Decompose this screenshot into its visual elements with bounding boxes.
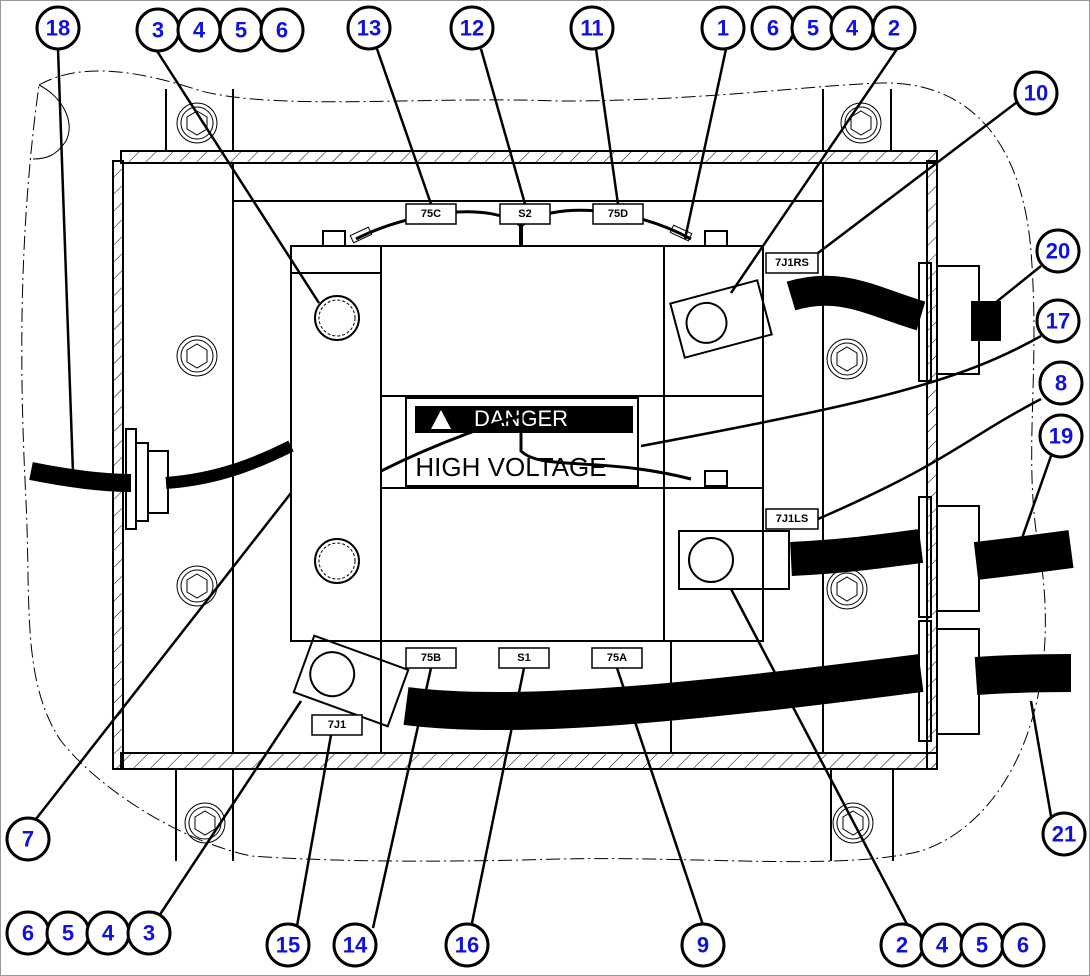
svg-text:18: 18 [46, 16, 70, 41]
callout-9: 9 [680, 922, 726, 968]
callouts: 18 3 4 5 6 13 12 11 1 6 5 4 2 10 20 17 8… [5, 5, 1087, 968]
callout-group-bottom-right: 2 4 5 6 [879, 922, 1046, 968]
callout-16: 16 [444, 922, 490, 968]
callout-8: 8 [1038, 360, 1084, 406]
svg-text:9: 9 [697, 933, 709, 958]
svg-text:7J1: 7J1 [328, 719, 346, 731]
svg-text:19: 19 [1049, 424, 1073, 449]
svg-text:10: 10 [1024, 81, 1048, 106]
tag-75d: 75D [592, 203, 644, 225]
svg-text:75A: 75A [607, 652, 627, 664]
svg-text:11: 11 [580, 16, 603, 41]
svg-text:5: 5 [976, 933, 988, 958]
callout-11: 11 [569, 5, 615, 51]
power-cables [29, 275, 1074, 731]
svg-text:4: 4 [936, 933, 949, 958]
svg-text:6: 6 [276, 18, 288, 43]
svg-text:8: 8 [1055, 371, 1067, 396]
svg-text:3: 3 [143, 921, 155, 946]
svg-text:75C: 75C [421, 208, 441, 220]
mounting-flanges [165, 89, 894, 861]
callout-13: 13 [346, 5, 392, 51]
cable-lugs [292, 279, 790, 728]
svg-text:S1: S1 [517, 652, 530, 664]
hex-bolts [176, 102, 882, 844]
svg-text:17: 17 [1046, 309, 1070, 334]
svg-text:3: 3 [152, 18, 164, 43]
callout-7: 7 [5, 816, 51, 862]
svg-text:2: 2 [888, 16, 900, 41]
bolt-icon [826, 338, 868, 380]
svg-text:S2: S2 [518, 208, 531, 220]
tag-75c: 75C [405, 203, 457, 225]
tag-7j1rs: 7J1RS [765, 252, 819, 274]
svg-text:20: 20 [1046, 239, 1070, 264]
callout-18: 18 [35, 5, 81, 51]
callout-group-top-right: 6 5 4 2 [750, 5, 917, 51]
bolt-icon [826, 568, 868, 610]
control-wires [349, 208, 693, 481]
wire-tags: 75C S2 75D 7J1RS 7J1LS 75B S1 75A 7J1 [311, 203, 819, 736]
svg-text:5: 5 [62, 921, 74, 946]
svg-text:4: 4 [193, 18, 206, 43]
leader-lines [35, 48, 1053, 929]
phantom-outline [21, 70, 1046, 863]
callout-group-bottom-left: 6 5 4 3 [5, 910, 172, 956]
svg-text:6: 6 [767, 16, 779, 41]
high-voltage-text: HIGH VOLTAGE [415, 452, 606, 482]
callout-15: 15 [265, 922, 311, 968]
svg-text:16: 16 [455, 933, 479, 958]
tag-s1: S1 [498, 647, 550, 669]
bolt-icon [176, 335, 218, 377]
svg-text:6: 6 [22, 921, 34, 946]
bolt-icon [832, 802, 874, 844]
callout-12: 12 [449, 5, 495, 51]
callout-14: 14 [332, 922, 378, 968]
svg-text:6: 6 [1017, 933, 1029, 958]
svg-text:7J1LS: 7J1LS [776, 513, 808, 525]
callout-21: 21 [1041, 811, 1087, 857]
bolt-icon [176, 102, 218, 144]
bolt-icon [176, 565, 218, 607]
warning-triangle-icon [431, 410, 451, 429]
svg-text:1: 1 [717, 16, 729, 41]
callout-10: 10 [1013, 70, 1059, 116]
callout-19: 19 [1038, 413, 1084, 459]
svg-text:7: 7 [22, 827, 34, 852]
svg-text:14: 14 [343, 933, 368, 958]
svg-text:21: 21 [1052, 822, 1076, 847]
svg-text:12: 12 [460, 16, 484, 41]
svg-text:7J1RS: 7J1RS [775, 257, 809, 269]
svg-text:5: 5 [807, 16, 819, 41]
tag-75b: 75B [405, 647, 457, 669]
callout-17: 17 [1035, 298, 1081, 344]
svg-text:4: 4 [102, 921, 115, 946]
svg-text:2: 2 [896, 933, 908, 958]
svg-text:75B: 75B [421, 652, 441, 664]
tag-7j1: 7J1 [311, 714, 363, 736]
callout-20: 20 [1035, 228, 1081, 274]
svg-text:75D: 75D [608, 208, 628, 220]
svg-text:13: 13 [357, 16, 381, 41]
svg-text:15: 15 [276, 933, 300, 958]
callout-group-top-left: 3 4 5 6 [135, 7, 305, 53]
tag-s2: S2 [499, 203, 551, 225]
tag-7j1ls: 7J1LS [765, 508, 819, 530]
tag-75a: 75A [591, 647, 643, 669]
svg-text:5: 5 [235, 18, 247, 43]
callout-1: 1 [700, 5, 746, 51]
danger-warning-label: DANGER HIGH VOLTAGE [405, 397, 639, 487]
svg-text:4: 4 [846, 16, 859, 41]
